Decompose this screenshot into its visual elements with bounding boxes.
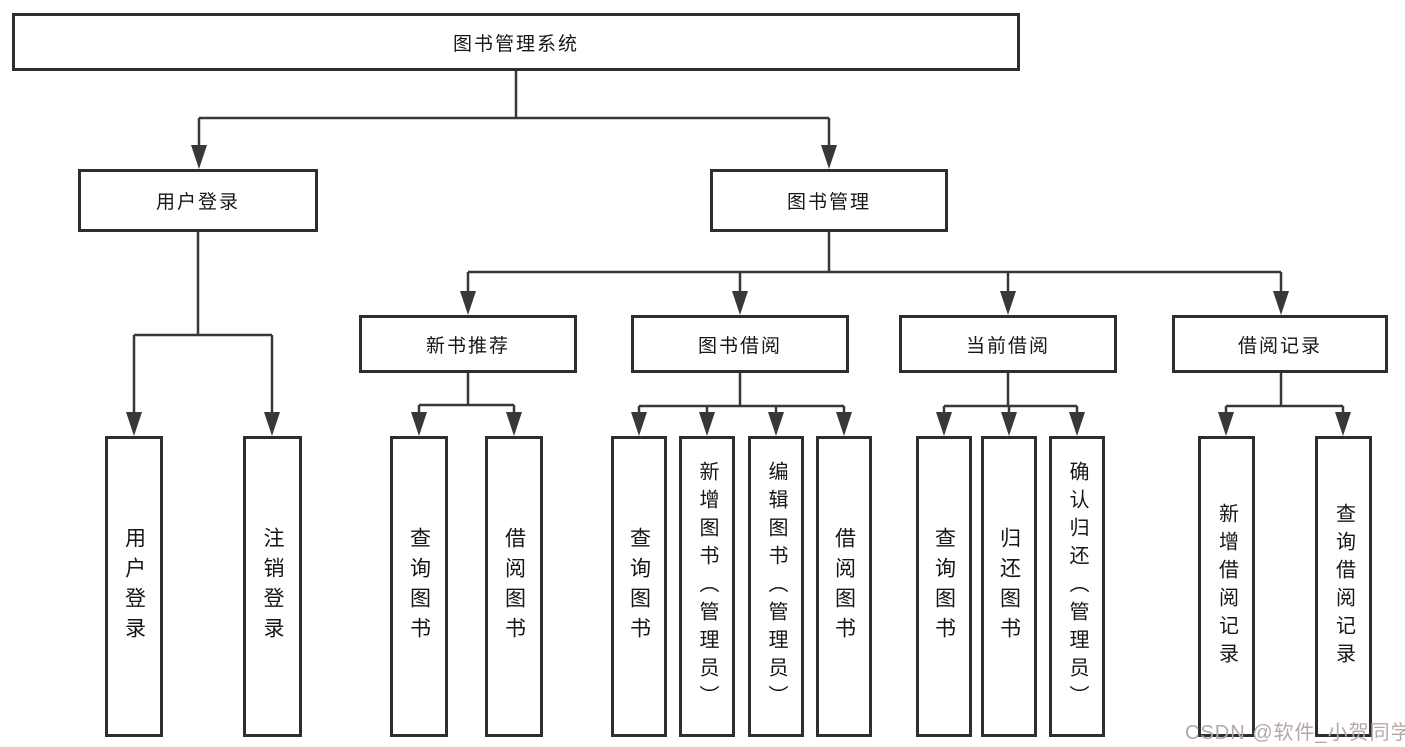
csdn-watermark: CSDN @软件_小贺同学 [1185, 722, 1405, 744]
leaf-query-books-recommend: 查询图书 [390, 436, 448, 737]
leaf-add-borrow-record: 新增借阅记录 [1198, 436, 1255, 737]
node-user-login: 用户登录 [78, 169, 318, 232]
leaf-query-books-borrow: 查询图书 [611, 436, 667, 737]
leaf-query-borrow-record: 查询借阅记录 [1315, 436, 1372, 737]
connector-paths [132, 71, 1345, 414]
leaf-confirm-return-admin: 确认归还（管理员） [1049, 436, 1105, 737]
node-new-book-recommend: 新书推荐 [359, 315, 577, 373]
node-book-borrow: 图书借阅 [631, 315, 849, 373]
leaf-query-books-current: 查询图书 [916, 436, 972, 737]
leaf-add-book-admin: 新增图书（管理员） [679, 436, 735, 737]
node-root-system: 图书管理系统 [12, 13, 1020, 71]
leaf-logout: 注销登录 [243, 436, 302, 737]
leaf-borrow-books-recommend: 借阅图书 [485, 436, 543, 737]
arrowheads [126, 145, 1351, 436]
leaf-borrow-books: 借阅图书 [816, 436, 872, 737]
leaf-edit-book-admin: 编辑图书（管理员） [748, 436, 804, 737]
node-book-management: 图书管理 [710, 169, 948, 232]
leaf-return-book: 归还图书 [981, 436, 1037, 737]
leaf-user-login: 用户登录 [105, 436, 163, 737]
node-current-borrow: 当前借阅 [899, 315, 1117, 373]
node-borrow-records: 借阅记录 [1172, 315, 1388, 373]
